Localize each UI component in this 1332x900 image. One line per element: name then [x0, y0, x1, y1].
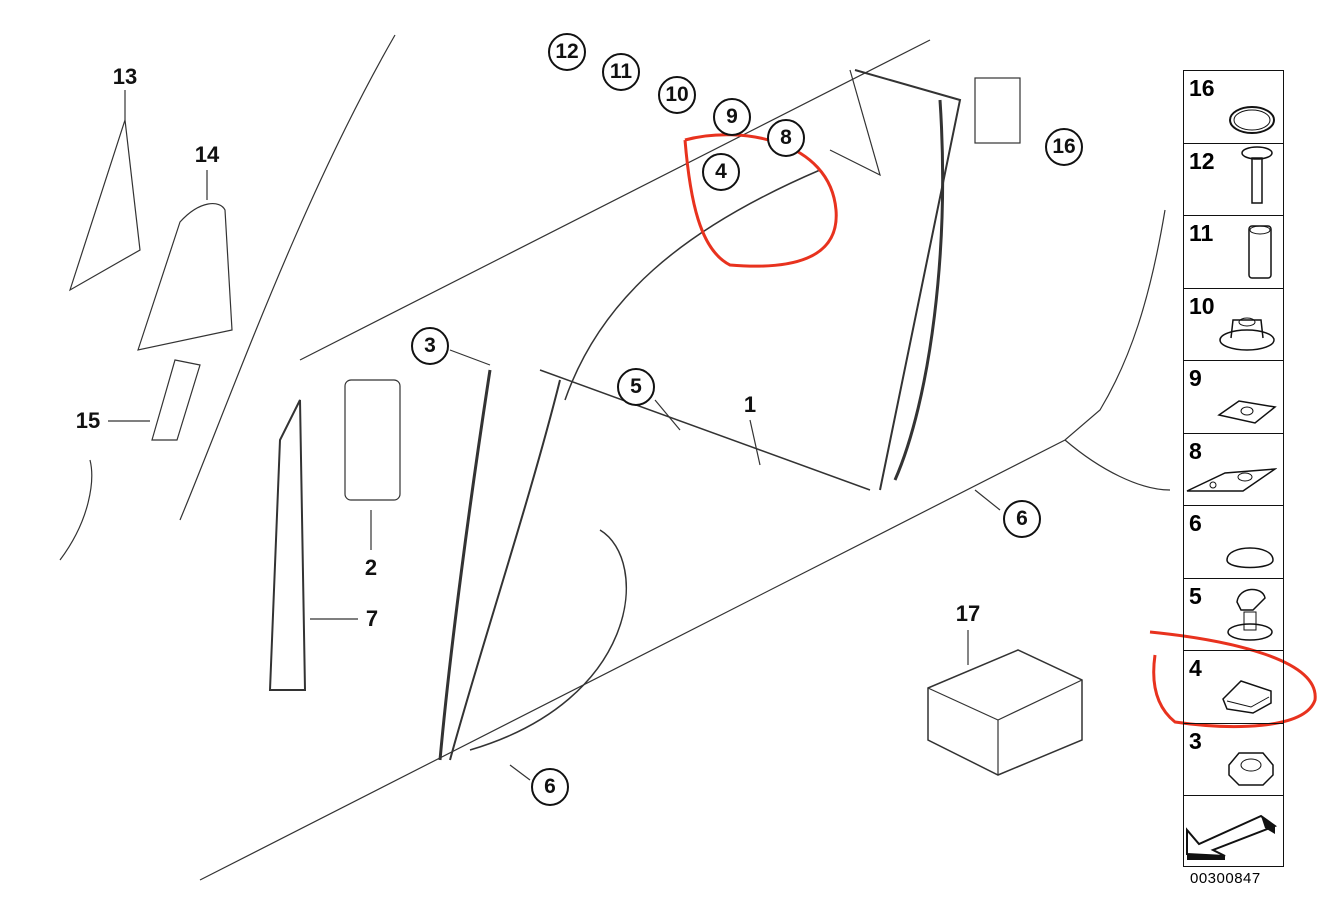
callout-5: 5	[617, 368, 655, 406]
callout-16: 16	[1045, 128, 1083, 166]
door-outline	[179, 34, 396, 521]
diagram-code: 00300847	[1190, 870, 1261, 887]
label-part-1: 1	[743, 392, 757, 417]
gasket-plate-icon	[1186, 468, 1277, 492]
callout-11: 11	[602, 53, 640, 91]
legend-item-8: 8	[1184, 434, 1283, 506]
legend-item-16: 16	[1184, 71, 1283, 144]
flange-nut-icon	[1219, 317, 1275, 351]
callout-3: 3	[411, 327, 449, 365]
hex-nut-icon	[1228, 752, 1274, 786]
legend-item-3: 3	[1184, 724, 1283, 796]
plate-clip-icon	[1217, 399, 1277, 424]
legend-item-12: 12	[1184, 144, 1283, 216]
callout-8: 8	[767, 119, 805, 157]
cable-holder-icon	[1227, 588, 1273, 641]
cable-clip-icon	[1222, 679, 1272, 714]
label-part-14: 14	[194, 142, 220, 167]
label-part-2: 2	[364, 555, 378, 580]
callout-6: 6	[1003, 500, 1041, 538]
callout-12: 12	[548, 33, 586, 71]
legend-item-5: 5	[1184, 579, 1283, 651]
legend-item-6: 6	[1184, 506, 1283, 579]
label-part-13: 13	[112, 64, 138, 89]
callout-9: 9	[713, 98, 751, 136]
direction-arrow-icon	[1186, 814, 1277, 860]
highlight-circle-main	[683, 133, 838, 268]
label-part-7: 7	[365, 606, 379, 631]
legend-item-direction-arrow	[1184, 796, 1283, 866]
hex-sleeve-nut-icon	[1248, 224, 1272, 279]
highlight-circle-legend	[1149, 630, 1317, 728]
legend-item-10: 10	[1184, 289, 1283, 361]
callout-10: 10	[658, 76, 696, 114]
callout-4: 4	[702, 153, 740, 191]
legend-item-4: 4	[1184, 651, 1283, 724]
legend-item-11: 11	[1184, 216, 1283, 289]
legend-item-9: 9	[1184, 361, 1283, 434]
plug-cap-icon	[1226, 546, 1274, 568]
o-ring-icon	[1229, 105, 1275, 134]
label-part-17: 17	[955, 601, 981, 626]
bolt-icon	[1241, 146, 1273, 204]
small-parts-legend: 16 12 11 10 9 8 6 5 4 3	[1183, 70, 1284, 867]
label-part-15: 15	[75, 408, 101, 433]
callout-6-lower: 6	[531, 768, 569, 806]
